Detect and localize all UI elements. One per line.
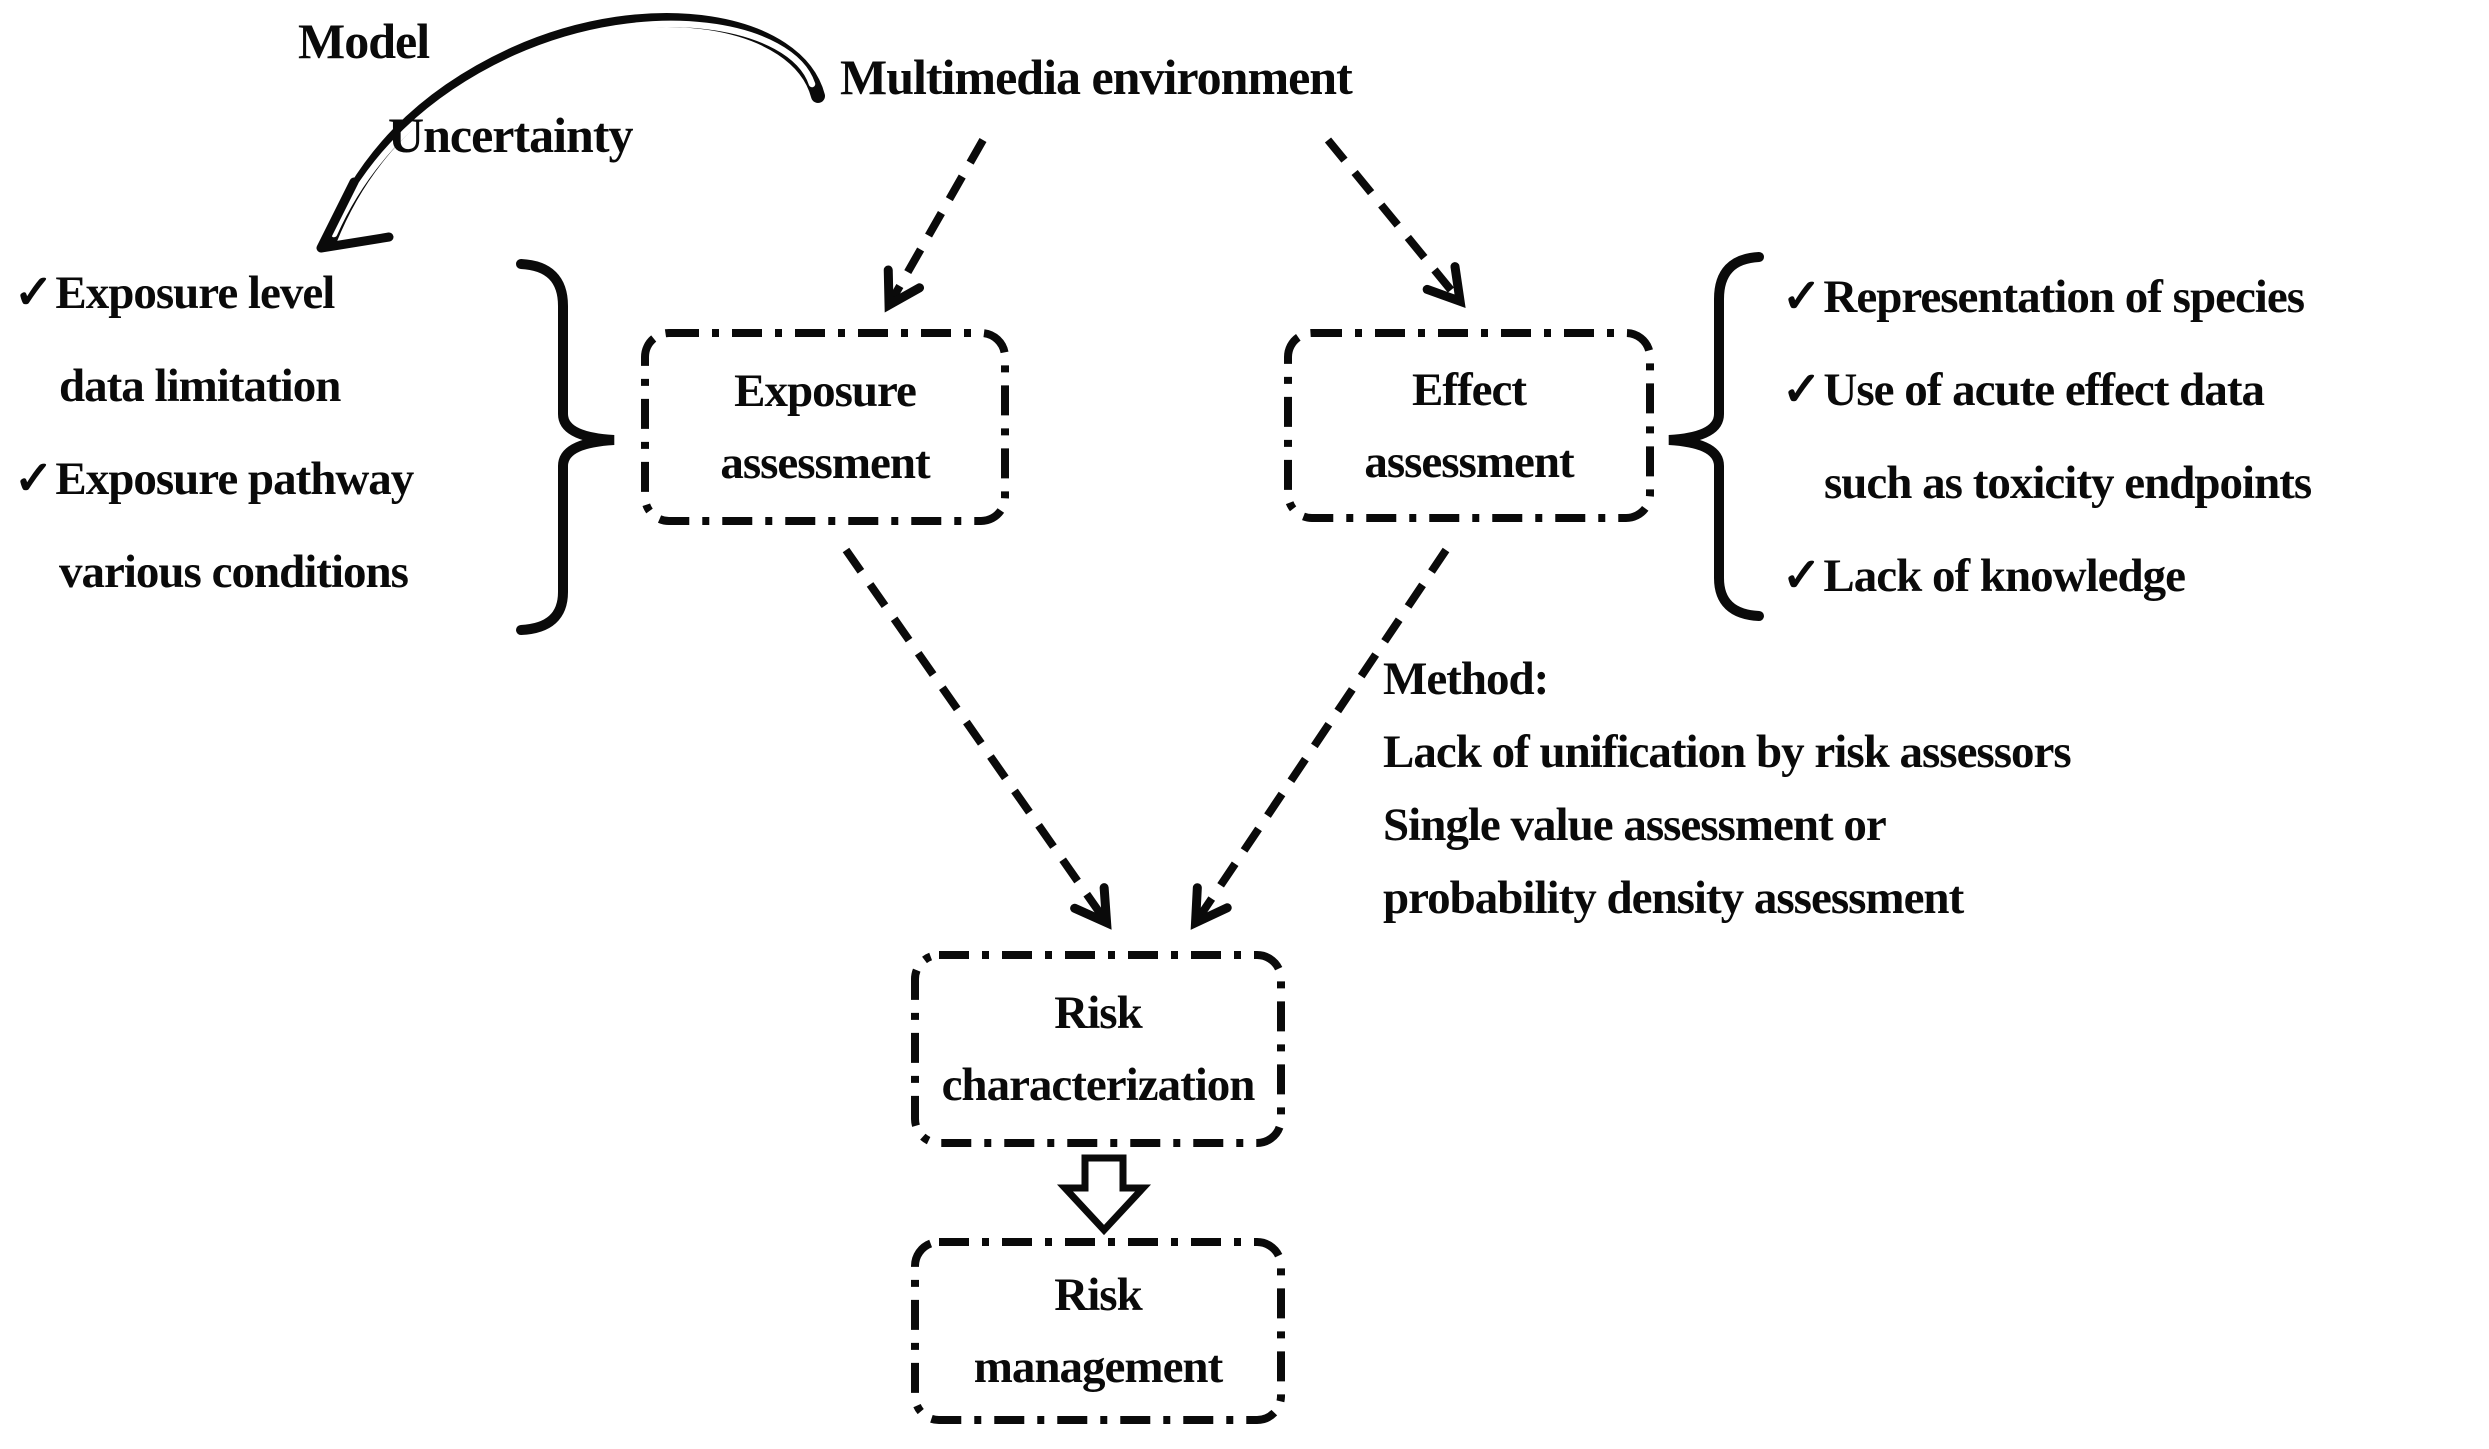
list-item: such as toxicity endpoints <box>1782 436 2312 529</box>
list-item-text: various conditions <box>59 545 409 598</box>
list-item-text: Use of acute effect data <box>1823 363 2265 416</box>
checkmark-icon: ✓ <box>14 267 53 319</box>
list-item: ✓ Lack of knowledge <box>1782 529 2311 622</box>
list-item-text: Exposure pathway <box>55 452 414 505</box>
list-item: ✓ Exposure pathway <box>14 432 414 525</box>
down-block-arrow-icon <box>1056 1154 1152 1236</box>
list-item-text: data limitation <box>59 359 341 412</box>
model-uncertainty-label-line1: Model <box>298 13 430 69</box>
effect-assessment-box-outline <box>1284 329 1654 522</box>
dashed-arrow-effect-to-risk-characterization <box>1190 547 1450 930</box>
risk-management-box: Risk management <box>915 1242 1281 1420</box>
box-label-line: characterization <box>941 1059 1256 1111</box>
left-list-curly-brace-icon <box>516 259 615 635</box>
checkmark-icon: ✓ <box>1782 271 1821 323</box>
list-item: ✓ Use of acute effect data <box>1782 343 2311 436</box>
method-note-line: Single value assessment or <box>1383 798 1887 851</box>
list-item-text: Exposure level <box>55 266 335 319</box>
list-item-text: Representation of species <box>1823 270 2305 323</box>
multimedia-environment-label: Multimedia environment <box>840 49 1353 105</box>
checkmark-icon: ✓ <box>1782 550 1821 602</box>
list-item: data limitation <box>14 339 413 432</box>
box-label-line: assessment <box>720 437 930 489</box>
dashed-arrow-multimedia-to-exposure <box>883 138 987 313</box>
box-label-line: Risk <box>1054 987 1142 1039</box>
exposure-uncertainty-list: ✓ Exposure level data limitation ✓ Expos… <box>14 246 414 618</box>
right-list-curly-brace-icon <box>1668 252 1764 621</box>
box-label-line: Risk <box>1054 1269 1142 1321</box>
list-item-text: Lack of knowledge <box>1823 549 2186 602</box>
method-note-line: Method: <box>1383 652 1549 705</box>
risk-characterization-box: Risk characterization <box>915 955 1281 1143</box>
list-item: various conditions <box>14 525 413 618</box>
exposure-assessment-box-outline <box>641 329 1009 525</box>
list-item: ✓ Exposure level <box>14 246 413 339</box>
model-uncertainty-label-line2: Uncertainty <box>388 107 633 163</box>
dashed-arrow-multimedia-to-effect <box>1324 137 1466 308</box>
list-item-text: such as toxicity endpoints <box>1824 456 2312 509</box>
box-label-line: Effect <box>1411 363 1527 416</box>
box-label-line: Exposure <box>734 365 917 417</box>
checkmark-icon: ✓ <box>1782 364 1821 416</box>
effect-uncertainty-list: ✓ Representation of species ✓ Use of acu… <box>1782 250 2312 622</box>
list-item: ✓ Representation of species <box>1782 250 2311 343</box>
exposure-assessment-box: Exposure assessment <box>645 333 1005 521</box>
box-label-line: management <box>973 1341 1223 1393</box>
risk-characterization-box-outline <box>911 951 1285 1147</box>
method-note: Method: Lack of unification by risk asse… <box>1383 642 2072 934</box>
checkmark-icon: ✓ <box>14 453 53 505</box>
method-note-line: Lack of unification by risk assessors <box>1383 725 2072 778</box>
dashed-arrow-exposure-to-risk-characterization <box>842 547 1112 930</box>
model-uncertainty-curved-arrow-icon <box>316 13 825 253</box>
box-label-line: assessment <box>1364 435 1574 488</box>
effect-assessment-box: Effect assessment <box>1288 333 1650 518</box>
method-note-line: probability density assessment <box>1383 871 1964 924</box>
